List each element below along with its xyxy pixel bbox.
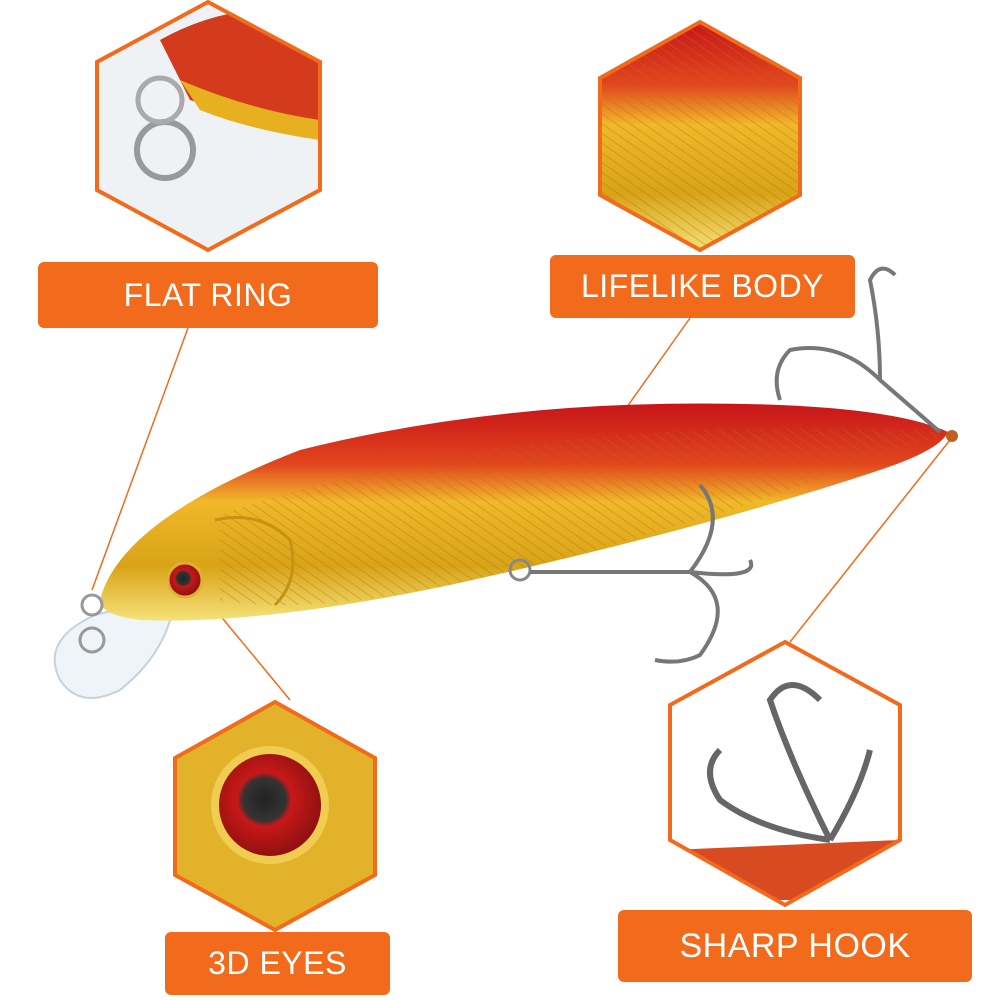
lure-scales [220, 428, 948, 605]
belly-hook [530, 483, 754, 664]
hex-flat-ring [97, 2, 320, 250]
label-lifelike-body: LIFELIKE BODY [550, 255, 855, 318]
leader-line-hook [789, 439, 951, 643]
lure-lip [53, 593, 177, 699]
tail-hook [774, 266, 942, 434]
label-sharp-hook: SHARP HOOK [618, 910, 972, 982]
label-3d-eyes: 3D EYES [165, 932, 390, 995]
leader-line-flat-ring [91, 327, 189, 591]
front-ring [80, 593, 104, 617]
fishing-lure [53, 266, 958, 699]
label-flat-ring: FLAT RING [38, 262, 378, 328]
hex-lifelike-body [600, 22, 800, 250]
hex-3d-eyes [175, 702, 375, 930]
lure-eye [166, 561, 204, 599]
hex-sharp-hook [670, 642, 900, 905]
gill-line [214, 516, 295, 607]
